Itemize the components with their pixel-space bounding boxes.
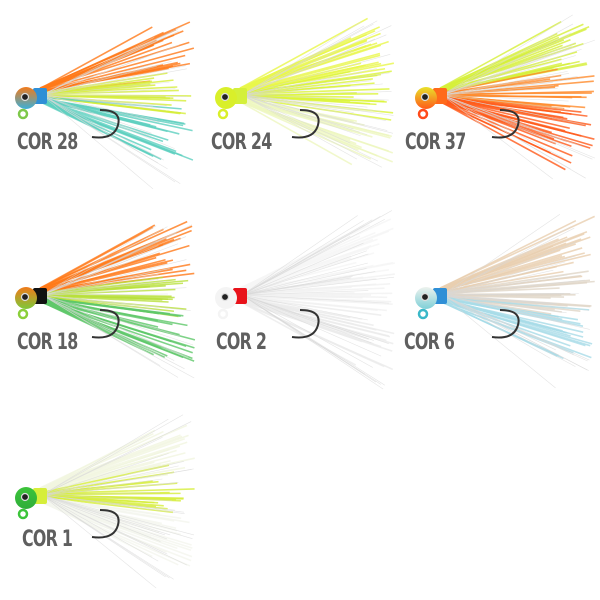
jig-image (215, 17, 395, 168)
fiber-tail-icon (439, 14, 596, 180)
product-item[interactable] (400, 200, 600, 400)
fiber-tail-icon (439, 213, 595, 389)
color-label: COR 1 (22, 527, 73, 552)
fiber-tail-icon (39, 220, 196, 379)
jig-image (15, 414, 195, 589)
product-item[interactable] (0, 0, 200, 200)
fiber-tail-icon (239, 17, 395, 168)
jig-image (215, 210, 395, 390)
color-label: COR 2 (216, 330, 267, 355)
jig-image (15, 220, 196, 379)
product-item[interactable] (0, 200, 200, 400)
fiber-tail-icon (39, 414, 195, 589)
jig-image (415, 213, 595, 389)
product-item[interactable] (0, 400, 200, 600)
fiber-tail-icon (39, 21, 195, 190)
jig-image (15, 21, 195, 190)
color-label: COR 37 (405, 130, 466, 155)
color-label: COR 6 (404, 330, 455, 355)
color-label: COR 24 (211, 130, 272, 155)
product-item[interactable] (200, 0, 400, 200)
product-item[interactable] (400, 0, 600, 200)
color-label: COR 28 (17, 130, 78, 155)
product-item[interactable] (200, 200, 400, 400)
color-label: COR 18 (17, 330, 78, 355)
fiber-tail-icon (239, 210, 395, 390)
jig-image (415, 14, 596, 180)
